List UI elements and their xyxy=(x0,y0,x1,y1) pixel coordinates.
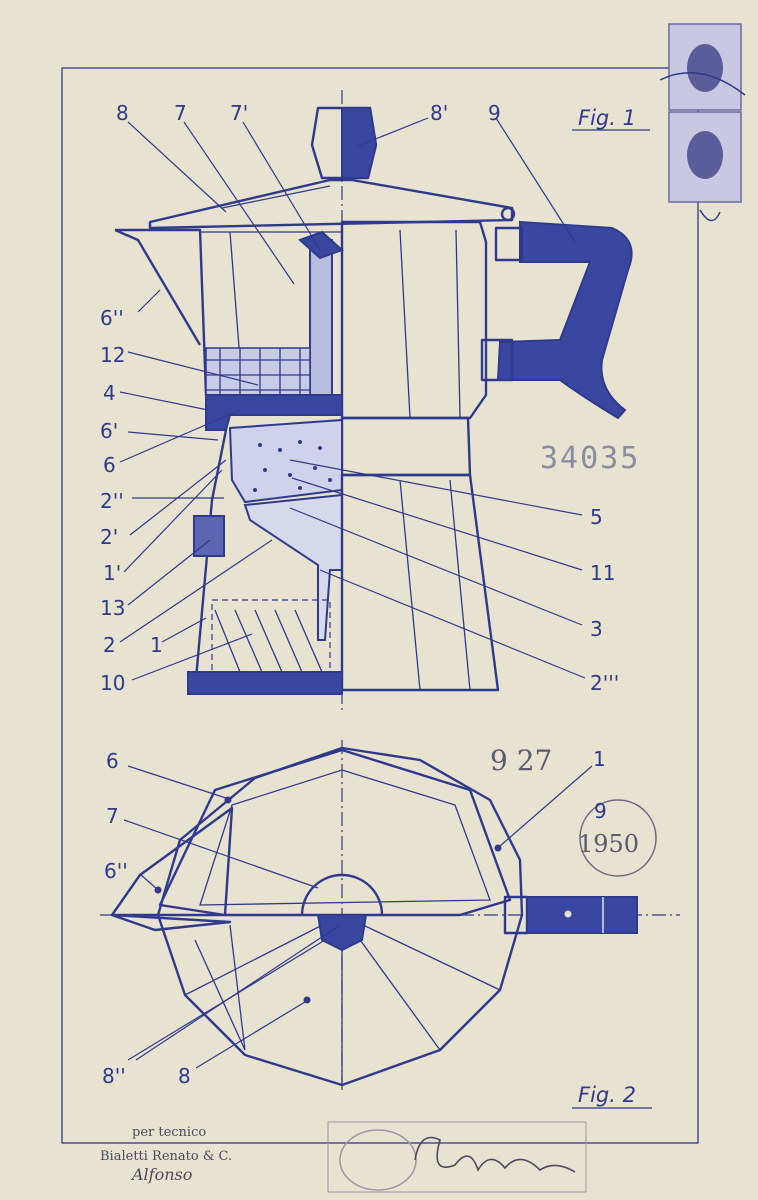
callout-6-double-prime: 6'' xyxy=(100,306,124,330)
callout-5: 5 xyxy=(590,505,603,529)
seal-box xyxy=(327,1121,587,1193)
signature-block: per tecnico Bialetti Renato & C. Alfonso xyxy=(100,1121,587,1193)
fig-2-callouts: 6 7 6'' 1 9 8'' 8 xyxy=(102,747,607,1088)
stamp-portrait-icon xyxy=(687,131,723,179)
callout-6: 6 xyxy=(106,749,119,773)
callout-1: 1 xyxy=(593,747,606,771)
callout-2-triple-prime: 2''' xyxy=(590,671,619,695)
filter-dots xyxy=(253,440,332,492)
signature-line-1: per tecnico xyxy=(132,1125,206,1140)
registry-number-stamp: 34035 xyxy=(540,441,640,476)
handle-top xyxy=(526,896,638,934)
base-outline xyxy=(156,746,524,1087)
callout-6-prime: 6' xyxy=(100,419,118,443)
callout-6-double-prime: 6'' xyxy=(104,859,128,883)
handle-bracket-top xyxy=(494,226,524,262)
callout-9: 9 xyxy=(488,101,501,125)
stamp-portrait-icon xyxy=(687,44,723,92)
crosshatch xyxy=(206,348,310,406)
fig-2-top-view xyxy=(100,740,680,1090)
callout-4: 4 xyxy=(103,381,116,405)
upper-chamber-body xyxy=(340,220,488,420)
callout-6: 6 xyxy=(103,453,116,477)
callout-7-prime: 7' xyxy=(230,101,248,125)
upper-body-outline xyxy=(158,748,512,917)
callout-2-double-prime: 2'' xyxy=(100,489,124,513)
callout-10: 10 xyxy=(100,671,125,695)
callout-8-prime: 8' xyxy=(430,101,448,125)
callout-9: 9 xyxy=(594,799,607,823)
pen-mark xyxy=(699,209,721,222)
callout-12: 12 xyxy=(100,343,125,367)
callout-2-prime: 2' xyxy=(100,525,118,549)
callout-8: 8 xyxy=(116,101,129,125)
fig-1-label: Fig. 1 xyxy=(578,106,636,130)
water-level xyxy=(211,599,331,673)
round-date-stamp: 1950 xyxy=(578,799,657,877)
fig-2-leaders xyxy=(123,765,593,1069)
lid-hinge xyxy=(500,206,516,222)
boiler-base xyxy=(187,671,343,695)
fig-1-leaders xyxy=(119,117,586,681)
handle xyxy=(496,220,633,420)
spout-top xyxy=(110,806,234,917)
signature-line-3: Alfonso xyxy=(130,1165,192,1184)
postage-stamp-top xyxy=(668,23,742,111)
middle-band xyxy=(340,416,472,477)
round-stamp-text: 1950 xyxy=(578,830,639,858)
safety-valve xyxy=(193,515,225,557)
lid xyxy=(148,178,514,230)
tube-cap xyxy=(298,230,344,260)
gasket-plate xyxy=(205,394,343,431)
callout-7: 7 xyxy=(106,804,119,828)
knob-top xyxy=(316,914,368,952)
callout-13: 13 xyxy=(100,596,125,620)
callout-8: 8 xyxy=(178,1064,191,1088)
facet-line xyxy=(229,231,241,361)
postage-stamps xyxy=(659,23,746,222)
central-tube xyxy=(309,239,333,411)
official-seal xyxy=(339,1129,417,1191)
upper-chamber-left-wall xyxy=(115,228,208,396)
facet-line xyxy=(399,229,411,419)
filter-basket xyxy=(228,418,343,504)
spout-lower xyxy=(110,913,232,932)
facet-line xyxy=(449,479,471,691)
callout-1: 1 xyxy=(150,633,163,657)
signature-line-2: Bialetti Renato & C. xyxy=(100,1149,232,1164)
fig-1-callouts: 8 7 7' 8' 9 6'' 12 4 6' 6 2'' 2' 1' 13 2… xyxy=(100,101,619,695)
water-hatch xyxy=(214,609,323,673)
drawing-frame xyxy=(61,67,699,1144)
cancellation-mark xyxy=(659,72,746,96)
callout-3: 3 xyxy=(590,617,603,641)
number-927: 9 27 xyxy=(490,744,552,777)
callout-1-prime: 1' xyxy=(103,561,121,585)
facet-line xyxy=(455,229,461,419)
funnel xyxy=(243,493,343,641)
boiler-body xyxy=(340,473,500,692)
lid-knob-section xyxy=(341,107,378,179)
handle-bracket-bottom xyxy=(480,338,514,382)
fig-1-section-view xyxy=(114,90,633,710)
callout-8-double-prime: 8'' xyxy=(102,1064,126,1088)
callout-11: 11 xyxy=(590,561,615,585)
callout-2: 2 xyxy=(103,633,116,657)
callout-7: 7 xyxy=(174,101,187,125)
spout xyxy=(114,228,202,346)
fig-2-label: Fig. 2 xyxy=(578,1083,636,1107)
handwritten-signature xyxy=(414,1136,576,1173)
lid-inner-line xyxy=(221,185,331,209)
inner-rim xyxy=(199,769,491,906)
central-tube-top xyxy=(300,873,384,916)
facet-line xyxy=(399,479,421,691)
